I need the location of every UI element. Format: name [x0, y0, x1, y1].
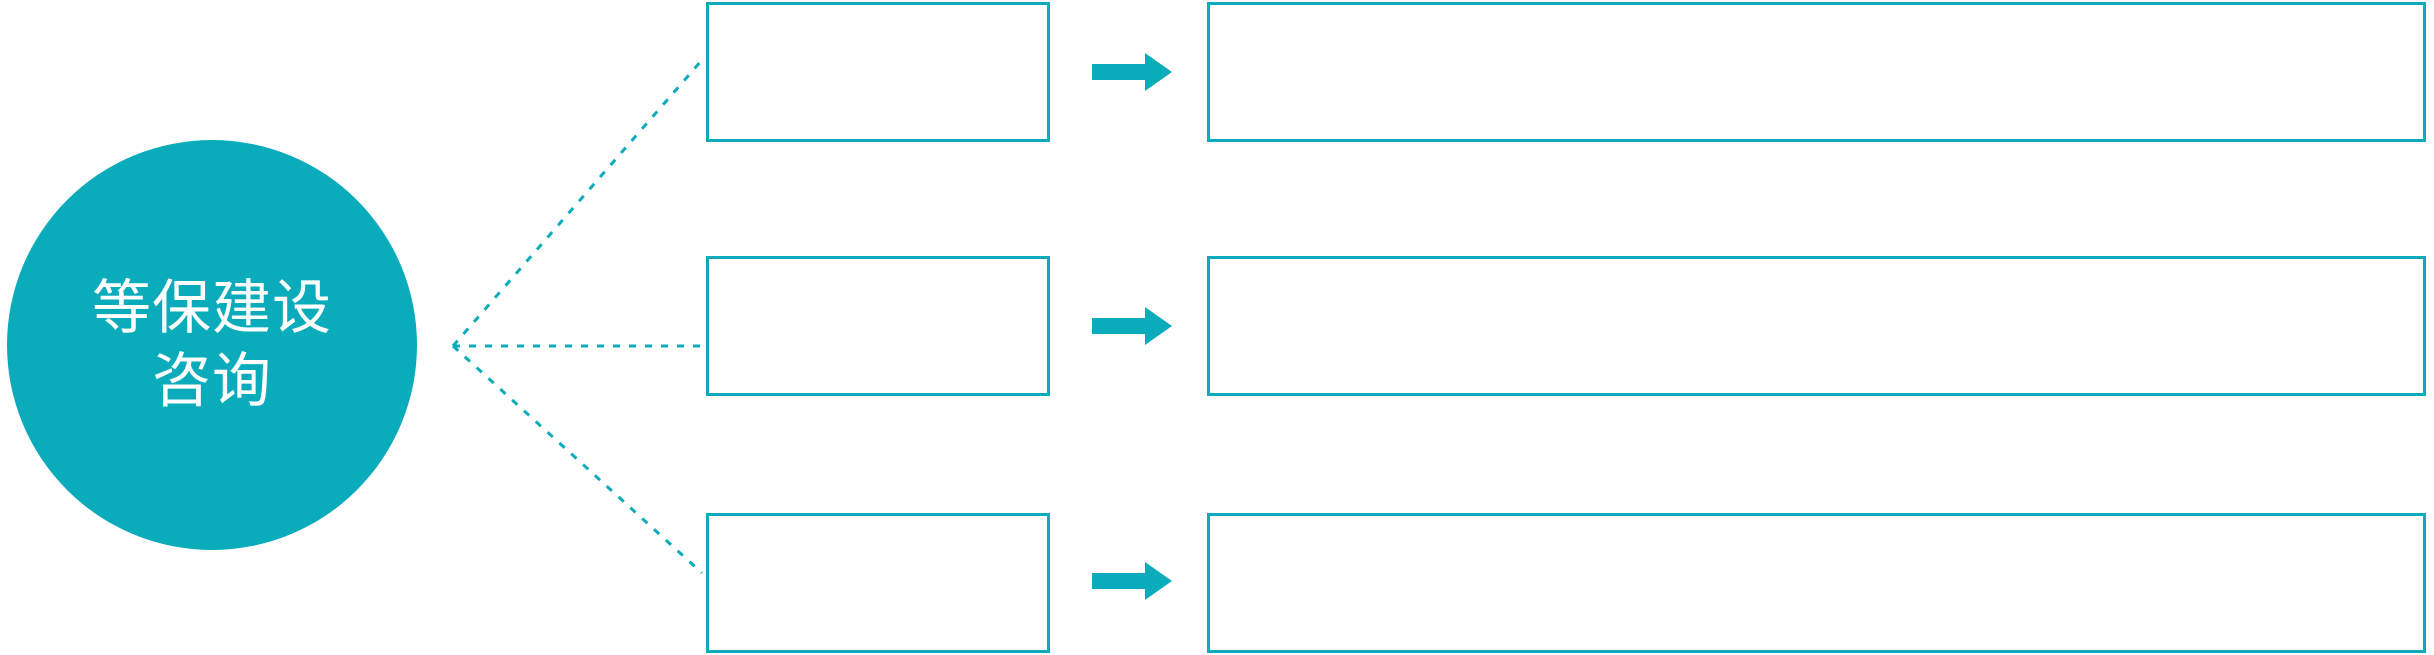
connector-branch-3 — [451, 344, 704, 575]
connector-branch-1 — [451, 59, 704, 347]
detail-box-3[interactable] — [1207, 513, 2426, 653]
arrow-right-icon — [1092, 562, 1172, 600]
stage-box-3[interactable] — [706, 513, 1050, 653]
stage-box-1[interactable] — [706, 2, 1050, 142]
arrow-right-icon — [1092, 307, 1172, 345]
detail-box-2[interactable] — [1207, 256, 2426, 396]
hub-label-line-1: 等保建设 — [91, 275, 332, 341]
hub-node[interactable]: 等保建设 咨询 — [7, 140, 417, 550]
detail-box-1[interactable] — [1207, 2, 2426, 142]
hub-label-line-2: 咨询 — [151, 348, 272, 414]
stage-box-2[interactable] — [706, 256, 1050, 396]
arrow-right-icon — [1092, 53, 1172, 91]
